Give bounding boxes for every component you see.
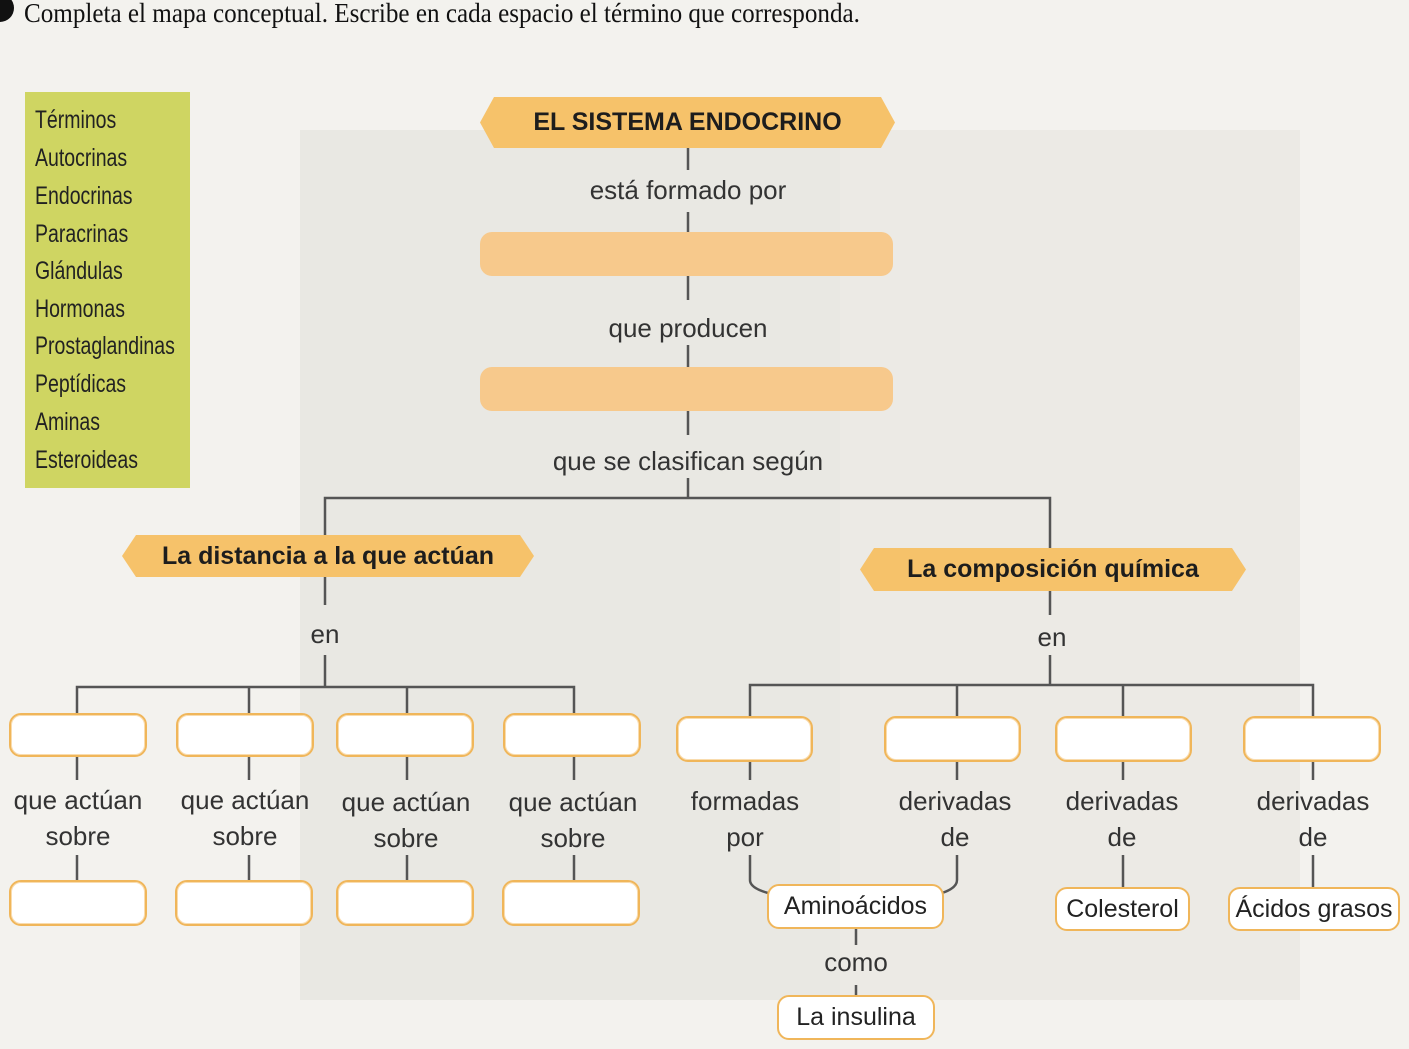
blank-input-target-3[interactable] xyxy=(336,880,474,926)
branch-composicion: La composición química xyxy=(860,548,1246,591)
blank-input-composicion-1[interactable] xyxy=(676,716,813,762)
link-en-right: en xyxy=(1037,622,1067,652)
term-item: Paracrinas xyxy=(35,220,129,248)
blank-input-composicion-2[interactable] xyxy=(884,716,1021,762)
link-text: derivadas xyxy=(1065,786,1179,816)
blank-input-distancia-1[interactable] xyxy=(9,713,147,757)
link-text: sobre xyxy=(212,821,278,851)
link-text: que actúan xyxy=(180,785,310,815)
link-text: por xyxy=(726,822,764,852)
blank-input-target-2[interactable] xyxy=(175,880,313,926)
link-text: que actúan xyxy=(508,787,638,817)
terms-heading: Términos xyxy=(35,106,117,134)
link-text: de xyxy=(1298,822,1328,852)
link-text: sobre xyxy=(540,823,606,853)
link-en-left: en xyxy=(310,619,340,649)
link-como: como xyxy=(824,947,888,977)
node-colesterol: Colesterol xyxy=(1055,887,1190,931)
terms-box: Términos Autocrinas Endocrinas Paracrina… xyxy=(25,92,190,488)
blank-input-target-1[interactable] xyxy=(9,880,147,926)
link-text: derivadas xyxy=(898,786,1012,816)
instruction-text: Completa el mapa conceptual. Escribe en … xyxy=(24,0,860,28)
link-text: sobre xyxy=(373,823,439,853)
link-text: de xyxy=(940,822,970,852)
term-item: Autocrinas xyxy=(35,144,128,172)
blank-input-formado-por[interactable] xyxy=(480,232,893,276)
link-actuan-sobre: que actúan sobre xyxy=(14,782,143,854)
link-derivadas-de: derivadas de xyxy=(1066,783,1179,855)
blank-input-composicion-4[interactable] xyxy=(1243,716,1381,762)
blank-input-distancia-3[interactable] xyxy=(336,713,474,757)
term-item: Aminas xyxy=(35,408,101,436)
link-text: sobre xyxy=(45,821,111,851)
blank-input-composicion-3[interactable] xyxy=(1055,716,1192,762)
root-node: EL SISTEMA ENDOCRINO xyxy=(480,97,895,148)
blank-input-target-4[interactable] xyxy=(502,880,640,926)
term-item: Glándulas xyxy=(35,257,123,285)
node-insulina: La insulina xyxy=(777,995,935,1040)
term-item: Endocrinas xyxy=(35,182,133,210)
link-text: derivadas xyxy=(1256,786,1370,816)
blank-input-distancia-4[interactable] xyxy=(503,713,641,757)
link-actuan-sobre: que actúan sobre xyxy=(509,784,638,856)
term-item: Peptídicas xyxy=(35,370,127,398)
link-que-se-clasifican: que se clasifican según xyxy=(552,446,824,476)
blank-input-distancia-2[interactable] xyxy=(176,713,314,757)
link-text: que actúan xyxy=(13,785,143,815)
link-text: de xyxy=(1107,822,1137,852)
link-que-producen: que producen xyxy=(608,313,768,343)
term-item: Esteroideas xyxy=(35,446,138,474)
branch-distancia: La distancia a la que actúan xyxy=(122,535,534,577)
link-actuan-sobre: que actúan sobre xyxy=(181,782,310,854)
term-item: Hormonas xyxy=(35,295,125,323)
node-acidos-grasos: Ácidos grasos xyxy=(1228,887,1400,931)
link-derivadas-de: derivadas de xyxy=(899,783,1012,855)
link-text: que actúan xyxy=(341,787,471,817)
link-formadas-por: formadas por xyxy=(691,783,799,855)
link-esta-formado-por: está formado por xyxy=(589,175,787,205)
node-aminoacidos: Aminoácidos xyxy=(767,884,944,929)
term-item: Prostaglandinas xyxy=(35,332,175,360)
link-derivadas-de: derivadas de xyxy=(1257,783,1370,855)
link-text: formadas xyxy=(690,786,800,816)
link-actuan-sobre: que actúan sobre xyxy=(342,784,471,856)
bullet-icon xyxy=(0,0,14,22)
blank-input-que-producen[interactable] xyxy=(480,367,893,411)
